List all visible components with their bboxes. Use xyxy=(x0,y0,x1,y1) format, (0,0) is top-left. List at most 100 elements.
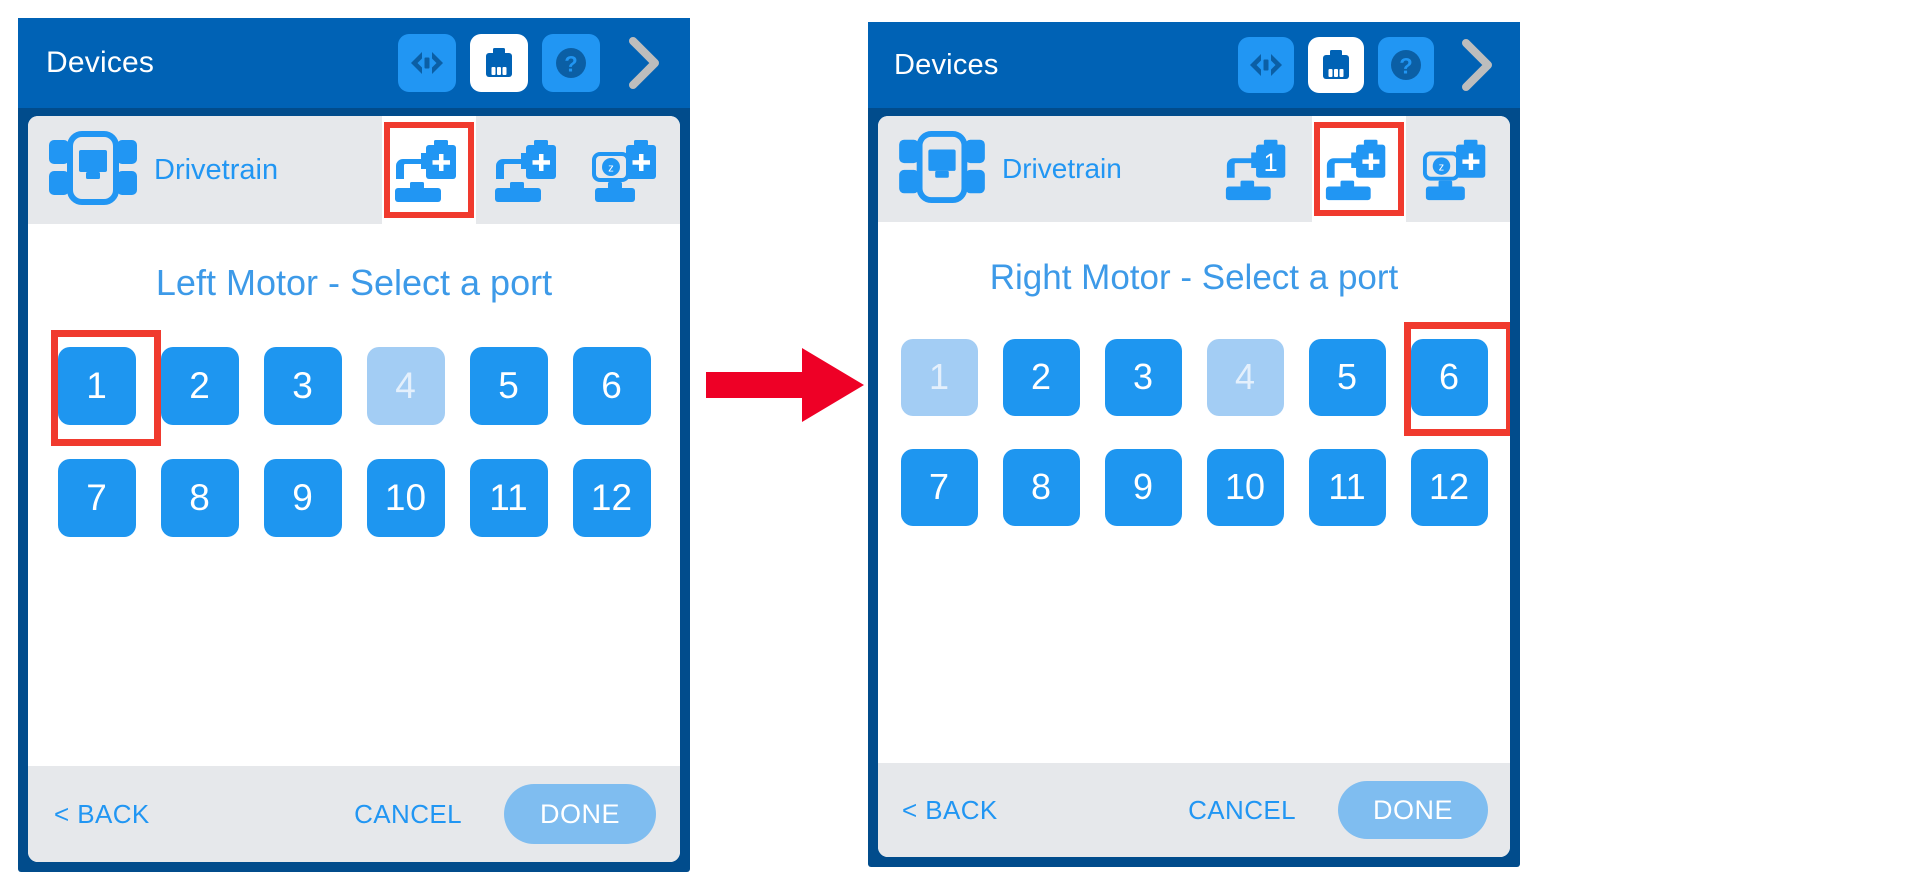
port-button-12[interactable]: 12 xyxy=(572,459,651,537)
code-icon[interactable] xyxy=(398,34,456,92)
svg-text:z: z xyxy=(1439,161,1444,173)
port-cell: 6 xyxy=(1398,322,1510,436)
add-left-motor-icon[interactable] xyxy=(382,116,476,224)
drivetrain-label: Drivetrain xyxy=(1002,153,1122,184)
port-button-4: 4 xyxy=(366,347,445,425)
port-button-2[interactable]: 2 xyxy=(1002,338,1080,416)
app-screen: Drivetrain 1 xyxy=(878,116,1510,857)
done-button[interactable]: DONE xyxy=(1338,781,1488,839)
device-action-group: z xyxy=(382,116,680,224)
port-cell: 1 xyxy=(888,326,990,428)
page-title: Right Motor - Select a port xyxy=(989,258,1399,297)
device-panel-left: Devices xyxy=(18,18,690,872)
drivetrain-icon xyxy=(896,130,988,209)
dialog-footer: < BACK CANCEL DONE xyxy=(28,766,680,862)
done-button[interactable]: DONE xyxy=(504,784,656,844)
port-cell: 5 xyxy=(1296,326,1398,428)
app-header: Devices xyxy=(868,22,1520,108)
port-button-6[interactable]: 6 xyxy=(572,347,651,425)
port-button-12[interactable]: 12 xyxy=(1410,448,1488,526)
cancel-button[interactable]: CANCEL xyxy=(1188,794,1296,825)
back-button[interactable]: < BACK xyxy=(54,798,150,829)
chevron-right-icon[interactable] xyxy=(614,34,672,92)
port-cell: 9 xyxy=(251,446,354,550)
port-cell: 7 xyxy=(888,436,990,538)
port-row-2: 7 8 9 10 11 12 xyxy=(888,436,1500,538)
port-cell: 12 xyxy=(1398,436,1500,538)
port-cell: 2 xyxy=(990,326,1092,428)
port-button-5[interactable]: 5 xyxy=(469,347,548,425)
drivetrain-row[interactable]: Drivetrain 1 xyxy=(878,116,1510,222)
add-right-motor-icon[interactable] xyxy=(482,116,576,224)
help-icon[interactable]: ? xyxy=(542,34,600,92)
brain-icon[interactable] xyxy=(470,34,528,92)
dialog-footer: < BACK CANCEL DONE xyxy=(878,763,1510,857)
port-cell: 9 xyxy=(1092,436,1194,538)
port-button-6[interactable]: 6 xyxy=(1410,338,1488,416)
add-right-motor-icon[interactable] xyxy=(1312,116,1406,222)
drivetrain-label: Drivetrain xyxy=(154,153,279,186)
port-cell: 11 xyxy=(1296,436,1398,538)
code-icon[interactable] xyxy=(1238,37,1294,93)
header-icon-group: ? xyxy=(1238,37,1504,93)
port-button-3[interactable]: 3 xyxy=(263,347,342,425)
port-cell: 8 xyxy=(148,446,251,550)
port-button-8[interactable]: 8 xyxy=(160,459,239,537)
brain-icon[interactable] xyxy=(1308,37,1364,93)
port-cell: 3 xyxy=(1092,326,1194,428)
port-button-2[interactable]: 2 xyxy=(160,347,239,425)
app-title: Devices xyxy=(46,46,155,79)
add-gyro-icon[interactable]: z xyxy=(1412,116,1506,222)
port-row-1: 1 2 3 4 5 6 xyxy=(45,330,663,446)
port-cell: 11 xyxy=(457,446,560,550)
port-button-1[interactable]: 1 xyxy=(57,347,136,425)
port-button-1: 1 xyxy=(900,338,978,416)
left-motor-port-icon[interactable]: 1 xyxy=(1212,116,1306,222)
port-button-9[interactable]: 9 xyxy=(1104,448,1182,526)
port-button-10[interactable]: 10 xyxy=(1206,448,1284,526)
app-screen: Drivetrain xyxy=(28,116,680,862)
port-cell: 8 xyxy=(990,436,1092,538)
port-cell: 3 xyxy=(251,334,354,438)
port-button-11[interactable]: 11 xyxy=(1308,448,1386,526)
svg-text:?: ? xyxy=(564,52,577,77)
drivetrain-icon xyxy=(46,130,140,211)
device-panel-right: Devices xyxy=(868,22,1520,867)
port-row-2: 7 8 9 10 11 12 xyxy=(45,446,663,550)
drivetrain-row[interactable]: Drivetrain xyxy=(28,116,680,224)
svg-text:?: ? xyxy=(1399,54,1412,79)
port-button-10[interactable]: 10 xyxy=(366,459,445,537)
port-button-5[interactable]: 5 xyxy=(1308,338,1386,416)
app-header: Devices xyxy=(18,18,690,108)
header-icon-group: ? xyxy=(398,34,672,92)
port-button-9[interactable]: 9 xyxy=(263,459,342,537)
port-grid: 1 2 3 4 5 6 7 8 9 10 11 12 xyxy=(878,322,1510,763)
cancel-button[interactable]: CANCEL xyxy=(354,798,462,829)
port-button-3[interactable]: 3 xyxy=(1104,338,1182,416)
port-cell: 4 xyxy=(1194,326,1296,428)
svg-text:1: 1 xyxy=(1264,149,1278,177)
port-cell: 6 xyxy=(560,334,663,438)
port-button-4: 4 xyxy=(1206,338,1284,416)
port-cell: 2 xyxy=(148,334,251,438)
page-title: Left Motor - Select a port xyxy=(155,262,553,303)
port-cell: 4 xyxy=(354,334,457,438)
port-button-7[interactable]: 7 xyxy=(57,459,136,537)
port-button-8[interactable]: 8 xyxy=(1002,448,1080,526)
app-title: Devices xyxy=(894,48,999,81)
port-cell: 1 xyxy=(45,330,161,446)
chevron-right-icon[interactable] xyxy=(1448,37,1504,93)
port-cell: 7 xyxy=(45,446,148,550)
port-cell: 5 xyxy=(457,334,560,438)
port-grid: 1 2 3 4 5 6 7 8 9 10 11 12 xyxy=(28,330,680,766)
port-cell: 10 xyxy=(354,446,457,550)
svg-text:z: z xyxy=(608,163,614,175)
help-icon[interactable]: ? xyxy=(1378,37,1434,93)
port-button-7[interactable]: 7 xyxy=(900,448,978,526)
back-button[interactable]: < BACK xyxy=(902,794,998,825)
port-row-1: 1 2 3 4 5 6 xyxy=(888,322,1510,436)
add-gyro-icon[interactable]: z xyxy=(582,116,676,224)
port-button-11[interactable]: 11 xyxy=(469,459,548,537)
right-arrow-icon xyxy=(706,340,866,430)
